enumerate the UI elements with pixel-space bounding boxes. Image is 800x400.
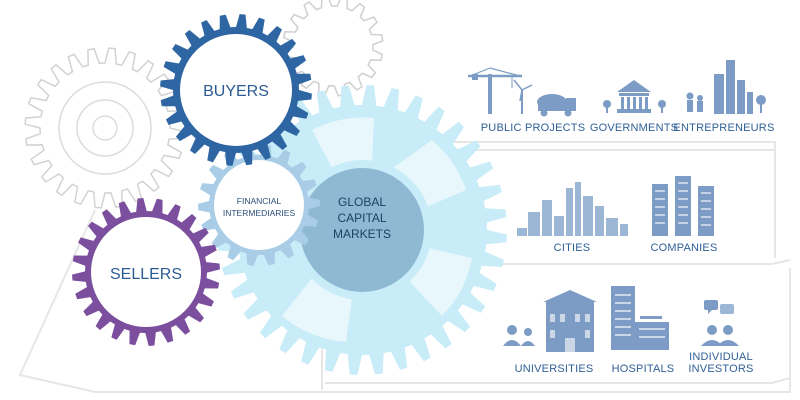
gear-sellers — [72, 198, 220, 346]
sellers-label: SELLERS — [110, 266, 182, 283]
label-cities: CITIES — [554, 242, 591, 254]
platform-frame — [18, 150, 791, 393]
global-label-line-3: MARKETS — [333, 227, 391, 241]
wind-turbine-icon — [513, 79, 533, 114]
platform-bottom — [325, 377, 791, 384]
outline-gear-left — [24, 47, 186, 209]
hospital-icon — [611, 286, 669, 350]
label-universities: UNIVERSITIES — [515, 363, 594, 375]
label-hospitals: HOSPITALS — [612, 363, 675, 375]
gear-global-capital-markets — [217, 85, 507, 375]
label-public-projects: PUBLIC PROJECTS — [481, 122, 585, 134]
global-label-line-2: CAPITAL — [337, 211, 386, 225]
label-companies: COMPANIES — [651, 242, 718, 254]
gear-buyers — [160, 14, 312, 166]
construction-crane-icon — [468, 67, 522, 114]
cities-skyline-icon — [517, 182, 628, 236]
individual-investors-icon — [701, 300, 739, 346]
label-entrepreneurs: ENTREPRENEURS — [673, 122, 774, 134]
financial-label-line-2: INTERMEDIARIES — [223, 208, 296, 218]
financial-label-line-1: FINANCIAL — [237, 196, 282, 206]
companies-skyscrapers-icon — [652, 176, 714, 236]
gear-financial-intermediaries — [198, 144, 320, 266]
truck-icon — [537, 94, 576, 117]
label-individual-investors-line-1: INDIVIDUAL — [689, 351, 753, 363]
platform-top — [320, 141, 776, 151]
label-individual-investors-line-2: INVESTORS — [688, 363, 753, 375]
label-governments: GOVERNMENTS — [590, 122, 678, 134]
government-building-icon — [603, 80, 666, 113]
entrepreneurs-city-icon — [686, 60, 766, 114]
university-building-icon — [503, 290, 597, 352]
global-label-line-1: GLOBAL — [338, 195, 386, 209]
buyers-label: BUYERS — [203, 83, 269, 100]
